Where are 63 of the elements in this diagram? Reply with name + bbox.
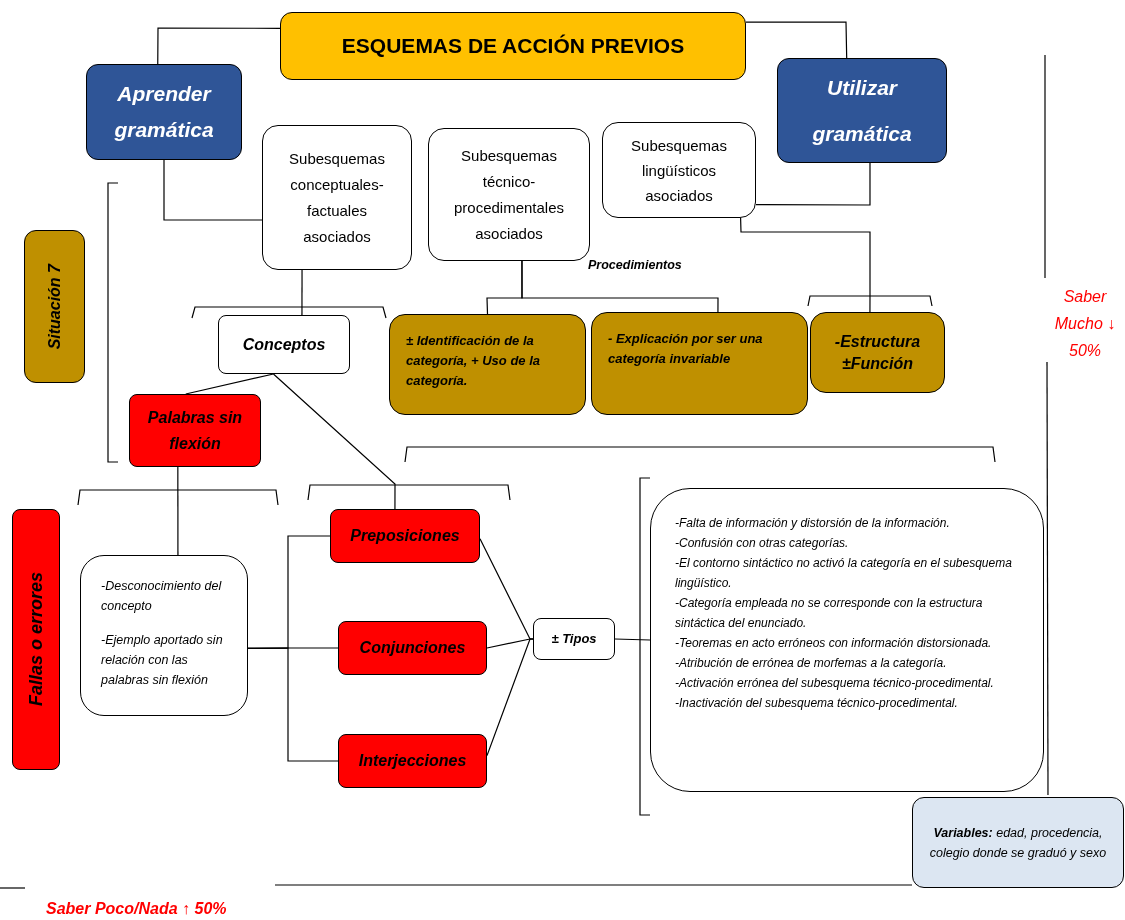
error-heading-text: Fallas o errores [24, 572, 47, 707]
annotation-text: Procedimientos [588, 257, 683, 274]
procedure-box [810, 312, 945, 393]
variables-box [912, 797, 1124, 888]
connector-line [740, 217, 871, 313]
types-box [533, 618, 615, 660]
connector-line [177, 466, 179, 556]
level-label: Saber Poco/Nada ↑ 50% [46, 899, 228, 919]
subschema-text: Subesquemas lingüísticos asociados [630, 135, 728, 206]
word-class-text: Preposiciones [350, 526, 460, 546]
word-class-text: Conjunciones [359, 638, 466, 658]
list-item-text: -Atribución de errónea de morfemas a la categoría. [675, 655, 948, 672]
description-text: -Desconocimiento del concepto [101, 578, 223, 615]
situation-text: Situación 7 [44, 263, 64, 350]
types-text: ± Tipos [551, 630, 597, 649]
connector-line [157, 27, 281, 65]
connector-line [301, 269, 303, 316]
list-item-text: -Falta de información y distorsión de la información. [675, 515, 951, 532]
subschema-box [602, 122, 756, 218]
description-text: -Ejemplo aportado sin relación con las palabras sin flexión [101, 632, 224, 689]
procedure-box [591, 312, 808, 415]
list-item-text: -Activación errónea del subesquema técnico-procedimental. [675, 675, 995, 692]
concept-text: Conceptos [242, 334, 326, 355]
connector-line [163, 159, 263, 221]
goal-box [777, 58, 947, 163]
list-item-text: -Categoría empleada no se corresponde con la estructura sintáctica del enunciado. [675, 595, 984, 632]
word-class-box [338, 734, 487, 788]
error-heading-box [12, 509, 60, 770]
word-class-text: Interjecciones [358, 751, 467, 771]
list-item-text: -Teoremas en acto erróneos con información distorsionada. [675, 635, 993, 652]
subschema-text: Subesquemas técnico-procedimentales asociados [452, 145, 566, 244]
level-label: Saber Mucho ↓ 50% [1053, 287, 1117, 361]
word-class-box [129, 394, 261, 467]
list-item-text: -Confusión con otras categorías. [675, 535, 850, 552]
connector-line [521, 260, 719, 313]
word-class-box [330, 509, 480, 563]
situation-box [24, 230, 85, 383]
connector-line [755, 162, 871, 206]
connector-line [486, 638, 534, 757]
connector-line [745, 21, 848, 59]
list-item-text: -El contorno sintáctico no activó la categoría en el subesquema lingüístico. [675, 555, 1013, 592]
title-text: ESQUEMAS DE ACCIÓN PREVIOS [341, 33, 685, 60]
connector-line [272, 373, 396, 510]
list-item-text: -Inactivación del subesquema técnico-procedimental. [675, 695, 959, 712]
subschema-box [428, 128, 590, 261]
goal-text: Aprender gramática [113, 81, 215, 143]
connector-line [614, 638, 651, 641]
description-box [80, 555, 248, 716]
word-class-box [338, 621, 487, 675]
word-class-text: Palabras sin flexión [146, 407, 244, 454]
connector-line [247, 647, 339, 762]
subschema-box [262, 125, 412, 270]
procedure-box [389, 314, 586, 415]
title-box [280, 12, 746, 80]
concept-box [218, 315, 350, 374]
procedure-text: - Explicación por ser una categoría invariable [608, 330, 764, 368]
variables-text: Variables: edad, procedencia, colegio donde se graduó y sexo [928, 824, 1108, 862]
subschema-text: Subesquemas conceptuales-factuales asociados [288, 148, 386, 247]
goal-text: Utilizar gramática [811, 74, 913, 147]
procedure-text: ± Identificación de la categoría, + Uso de la categoría. [406, 332, 542, 390]
goal-box [86, 64, 242, 160]
procedure-text: -Estructura ±Función [833, 331, 922, 374]
error-list-box [650, 488, 1044, 792]
